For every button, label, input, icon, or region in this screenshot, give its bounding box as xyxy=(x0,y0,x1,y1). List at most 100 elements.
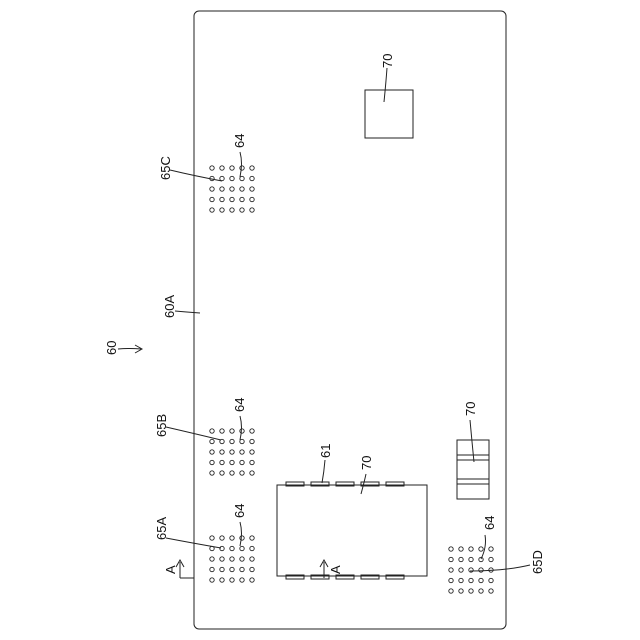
hole-group-65a xyxy=(210,536,254,582)
hole xyxy=(210,208,214,212)
leader-hole-group-65c xyxy=(170,170,222,181)
hole xyxy=(210,567,214,571)
hole xyxy=(230,546,234,550)
hole xyxy=(230,439,234,443)
leader-component-square xyxy=(384,68,387,102)
hole xyxy=(250,578,254,582)
leader-hole-c xyxy=(240,152,242,177)
hole xyxy=(240,557,244,561)
hole xyxy=(230,471,234,475)
hole xyxy=(449,547,453,551)
hole xyxy=(210,536,214,540)
label-component-striped: 70 xyxy=(463,402,478,416)
leader-hole-b xyxy=(240,416,242,440)
hole xyxy=(250,567,254,571)
label-assembly: 60 xyxy=(104,341,119,355)
hole xyxy=(230,450,234,454)
hole xyxy=(220,536,224,540)
hole xyxy=(489,547,493,551)
hole xyxy=(240,567,244,571)
hole-group-65d xyxy=(449,547,493,593)
hole xyxy=(250,557,254,561)
hole xyxy=(489,557,493,561)
hole xyxy=(210,460,214,464)
label-hole-c: 64 xyxy=(232,134,247,148)
leader-hole-a xyxy=(240,522,242,546)
label-hole-group-65d: 65D xyxy=(530,550,545,574)
label-connector: 61 xyxy=(318,444,333,458)
hole xyxy=(240,450,244,454)
hole xyxy=(240,471,244,475)
component-square xyxy=(365,90,413,138)
hole xyxy=(210,187,214,191)
hole xyxy=(449,589,453,593)
hole xyxy=(469,568,473,572)
hole xyxy=(469,557,473,561)
label-component-connector: 70 xyxy=(359,456,374,470)
hole xyxy=(240,187,244,191)
hole xyxy=(479,589,483,593)
hole xyxy=(459,547,463,551)
hole xyxy=(230,460,234,464)
hole xyxy=(240,197,244,201)
label-hole-a: 64 xyxy=(232,504,247,518)
hole xyxy=(210,197,214,201)
hole xyxy=(250,439,254,443)
hole xyxy=(220,208,224,212)
label-hole-group-65b: 65B xyxy=(154,414,169,437)
hole xyxy=(459,557,463,561)
hole xyxy=(220,429,224,433)
hole xyxy=(230,578,234,582)
hole xyxy=(230,197,234,201)
hole xyxy=(449,557,453,561)
hole xyxy=(220,450,224,454)
hole xyxy=(459,568,463,572)
assembly-arrow xyxy=(118,349,141,350)
hole xyxy=(210,557,214,561)
hole xyxy=(240,546,244,550)
hole xyxy=(250,536,254,540)
hole xyxy=(250,450,254,454)
hole xyxy=(220,557,224,561)
hole xyxy=(210,166,214,170)
label-hole-group-65c: 65C xyxy=(158,156,173,180)
hole xyxy=(230,567,234,571)
hole xyxy=(479,568,483,572)
hole xyxy=(250,197,254,201)
hole xyxy=(449,568,453,572)
leader-component-striped xyxy=(470,420,474,462)
hole xyxy=(220,197,224,201)
hole xyxy=(469,547,473,551)
hole xyxy=(250,460,254,464)
hole xyxy=(250,429,254,433)
hole xyxy=(250,166,254,170)
hole xyxy=(250,187,254,191)
hole xyxy=(220,567,224,571)
hole xyxy=(220,166,224,170)
hole xyxy=(240,536,244,540)
hole xyxy=(489,578,493,582)
hole xyxy=(479,578,483,582)
hole xyxy=(220,176,224,180)
connector-body xyxy=(277,485,427,576)
hole xyxy=(459,589,463,593)
leader-connector xyxy=(322,460,325,483)
hole xyxy=(250,471,254,475)
hole xyxy=(230,429,234,433)
hole-group-65c xyxy=(210,166,254,212)
hole xyxy=(210,471,214,475)
hole xyxy=(220,187,224,191)
hole xyxy=(210,450,214,454)
hole xyxy=(250,546,254,550)
hole xyxy=(210,578,214,582)
leader-component-connector xyxy=(361,474,366,494)
hole xyxy=(240,429,244,433)
hole xyxy=(459,578,463,582)
label-hole-d: 64 xyxy=(482,516,497,530)
hole xyxy=(230,166,234,170)
hole xyxy=(220,471,224,475)
hole xyxy=(240,578,244,582)
section-label-left: A xyxy=(163,565,178,574)
hole xyxy=(489,589,493,593)
hole xyxy=(230,208,234,212)
